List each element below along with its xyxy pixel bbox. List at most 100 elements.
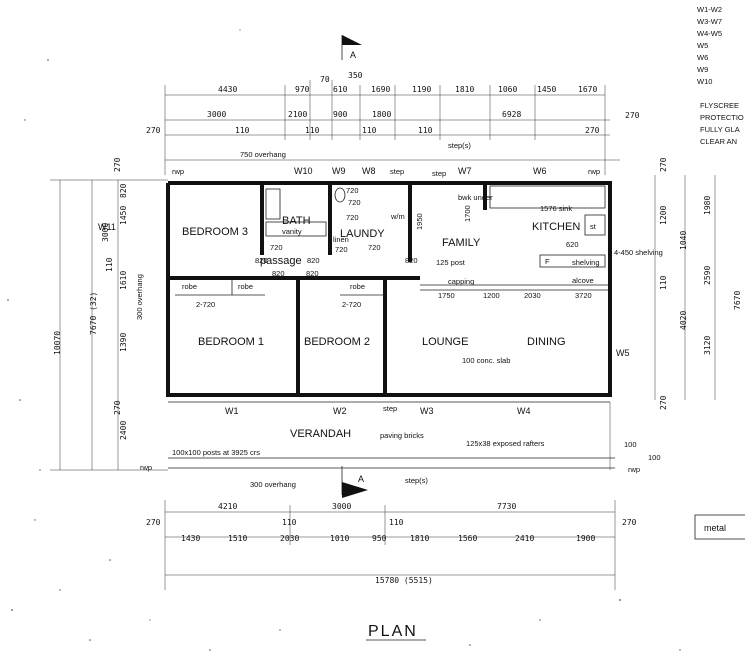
metal-detail-box: metal	[694, 514, 745, 540]
note-post: 125 post	[436, 258, 466, 267]
overhang-left-note: 300 overhang	[135, 274, 144, 320]
dim-top-row2: 2100	[288, 110, 307, 119]
dim-top: 1670	[578, 85, 597, 94]
dim-bottom-row2: 2030	[280, 534, 299, 543]
door-width: 820	[272, 269, 285, 278]
section-marker-label: A	[358, 474, 364, 484]
section-marker-top: A	[341, 35, 362, 60]
window-label: W6	[533, 166, 547, 176]
steps-top-note: step(s)	[448, 141, 471, 150]
window-label: W10	[294, 166, 313, 176]
room-label-vanity: vanity	[282, 227, 302, 236]
dim-top-row2: 1800	[372, 110, 391, 119]
scan-speckle	[7, 29, 681, 651]
note-slab: 100 conc. slab	[462, 356, 510, 365]
note-robe: robe	[238, 282, 253, 291]
dim-top: 1810	[455, 85, 474, 94]
note-robe: robe	[182, 282, 197, 291]
interior-dim: 1950	[415, 213, 424, 230]
dim-bottom-row2: 1900	[576, 534, 595, 543]
dim-left: 2400	[119, 421, 128, 440]
room-label-bedroom-2: BEDROOM 2	[304, 336, 370, 348]
note-posts: 100x100 posts at 3925 crs	[172, 448, 260, 457]
dim-bottom: 3000	[332, 502, 351, 511]
dim-bottom: 7730	[497, 502, 516, 511]
note-step: step	[390, 167, 404, 176]
interior-dim: 1700	[463, 205, 472, 222]
dim-top-sub: 110	[362, 126, 377, 135]
window-label: W1	[225, 406, 239, 416]
dim-left: 3000	[101, 223, 110, 242]
dim-top-sub: 270	[625, 111, 640, 120]
note-wm: w/m	[390, 212, 405, 221]
dim-top: 4430	[218, 85, 237, 94]
dim-right: 4020	[679, 311, 688, 330]
dim-left: 110	[105, 257, 114, 272]
dim-left: 7670 (32)	[89, 292, 98, 335]
room-label-bedroom-3: BEDROOM 3	[182, 226, 248, 238]
window-label: W9	[332, 166, 346, 176]
dim-right: 270	[659, 157, 668, 172]
room-label-bedroom-1: BEDROOM 1	[198, 336, 264, 348]
dim-top-row2: 900	[333, 110, 348, 119]
dim-top-row2: 3000	[207, 110, 226, 119]
dim-bottom-row2: 2410	[515, 534, 534, 543]
note-paving: paving bricks	[380, 431, 424, 440]
window-label: W11	[98, 222, 116, 232]
room-label-family: FAMILY	[442, 237, 481, 249]
note-step: step	[383, 404, 397, 413]
window-legend: W1-W2 W3-W7 W4-W5 W5 W6 W9 W10 FLYSCREE …	[697, 5, 744, 146]
legend-item: W9	[697, 65, 708, 74]
dim-top-sub: 270	[146, 126, 161, 135]
dim-right: 1200	[659, 206, 668, 225]
interior-dim: 3720	[575, 291, 592, 300]
dim-top: 1190	[412, 85, 431, 94]
window-label: W4	[517, 406, 531, 416]
legend-note: PROTECTIO	[700, 113, 744, 122]
dim-top: 1060	[498, 85, 517, 94]
dim-top: 970	[295, 85, 310, 94]
dim-right: 110	[659, 275, 668, 290]
dim-left: 270	[113, 400, 122, 415]
overhang-bottom-note: 300 overhang	[250, 480, 296, 489]
dim-top-sub: 270	[585, 126, 600, 135]
legend-item: W4-W5	[697, 29, 722, 38]
dim-top-row2: 6928	[502, 110, 521, 119]
bottom-dimensions: 4210 3000 7730 270 110 110 270 1430 1510…	[146, 500, 637, 590]
dim-left: 1390	[119, 333, 128, 352]
dim-top: 1690	[371, 85, 390, 94]
top-dimensions: 4430 970 610 1690 1190 1810 1060 1450 16…	[146, 71, 640, 175]
note-rwp: rwp	[172, 167, 184, 176]
note-rwp: rwp	[140, 463, 152, 472]
window-label: W8	[362, 166, 376, 176]
note-step: step	[432, 169, 446, 178]
dim-right: 2590	[703, 266, 712, 285]
note-rwp: rwp	[588, 167, 600, 176]
dim-top-sub: 110	[305, 126, 320, 135]
dim-total: 15780 (5515)	[375, 576, 433, 585]
overhang-top-note: 750 overhang	[240, 150, 286, 159]
interior-dim: 1750	[438, 291, 455, 300]
note-rwp: rwp	[628, 465, 640, 474]
door-width: 620	[566, 240, 579, 249]
dim-right: 270	[659, 395, 668, 410]
window-label: W3	[420, 406, 434, 416]
window-label: W7	[458, 166, 472, 176]
room-label-lounge: LOUNGE	[422, 336, 468, 348]
room-label-verandah: VERANDAH	[290, 428, 351, 440]
dim-bottom-row2: 1510	[228, 534, 247, 543]
note-shelving-450: 4-450 shelving	[614, 248, 663, 257]
metal-label: metal	[704, 523, 726, 533]
interior-dim: 2030	[524, 291, 541, 300]
dim-right: 3120	[703, 336, 712, 355]
legend-note: CLEAR AN	[700, 137, 737, 146]
left-dimensions: 270 3000 110 1450 820 1610 1390 270 2400…	[50, 157, 168, 471]
dim-left: 10070	[53, 331, 62, 355]
door-width: 720	[348, 198, 361, 207]
note-st: st	[590, 222, 597, 231]
note-shelving: shelving	[572, 258, 600, 267]
window-label: W5	[616, 348, 630, 358]
interior-dim: 2-720	[342, 300, 361, 309]
dim-bottom: 4210	[218, 502, 237, 511]
plan-title: PLAN	[368, 623, 418, 640]
